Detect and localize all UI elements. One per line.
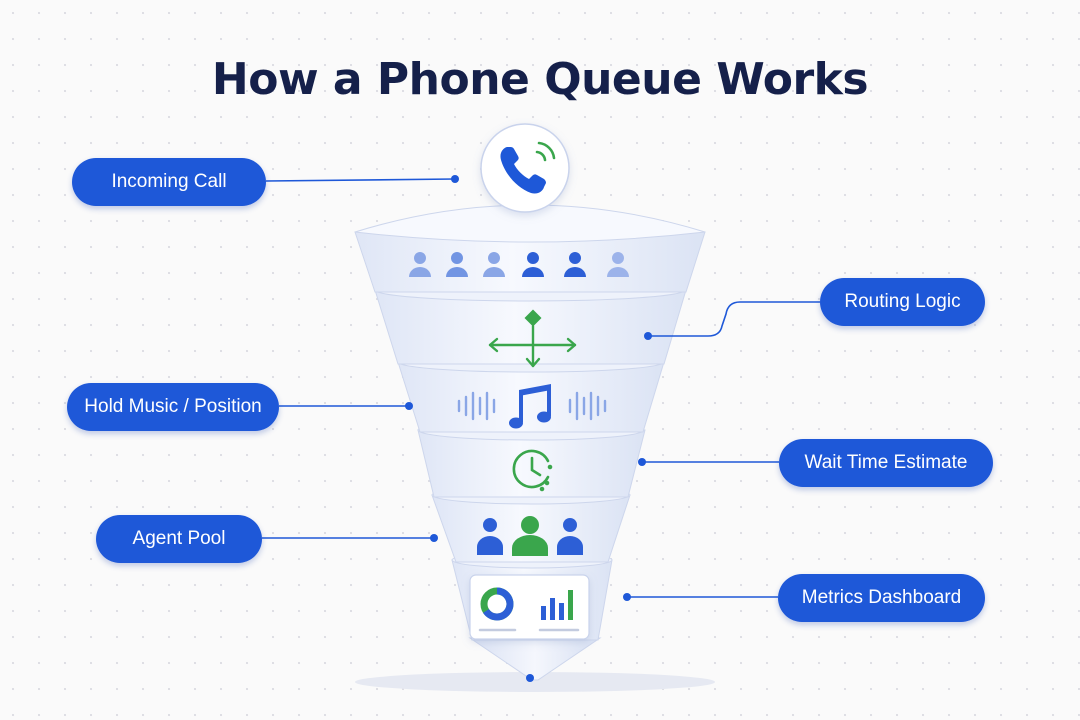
label-agent-pool: Agent Pool xyxy=(96,515,262,563)
bar-chart-icon xyxy=(541,590,573,620)
connector-routing-logic xyxy=(648,301,820,337)
label-metrics-dashboard: Metrics Dashboard xyxy=(778,574,985,622)
donut-chart-icon xyxy=(480,587,514,621)
routing-arrows-icon xyxy=(488,309,577,368)
people-icon xyxy=(409,252,629,277)
connector-incoming-call xyxy=(265,178,456,182)
label-incoming-call: Incoming Call xyxy=(72,158,266,206)
label-routing-logic-text: Routing Logic xyxy=(844,291,961,312)
label-agent-pool-text: Agent Pool xyxy=(132,528,226,549)
label-wait-time-text: Wait Time Estimate xyxy=(804,452,968,473)
label-wait-time: Wait Time Estimate xyxy=(779,439,993,487)
label-incoming-call-text: Incoming Call xyxy=(111,171,227,192)
label-hold-music: Hold Music / Position xyxy=(67,383,279,431)
label-metrics-dashboard-text: Metrics Dashboard xyxy=(801,587,962,608)
funnel-top-rim xyxy=(354,204,706,243)
label-hold-music-text: Hold Music / Position xyxy=(84,396,262,417)
page-title: How a Phone Queue Works xyxy=(211,54,869,105)
clock-icon xyxy=(512,449,553,492)
music-note-icon xyxy=(457,384,607,429)
agent-icon xyxy=(477,516,583,556)
label-routing-logic: Routing Logic xyxy=(820,278,985,326)
phone-icon xyxy=(480,123,570,213)
